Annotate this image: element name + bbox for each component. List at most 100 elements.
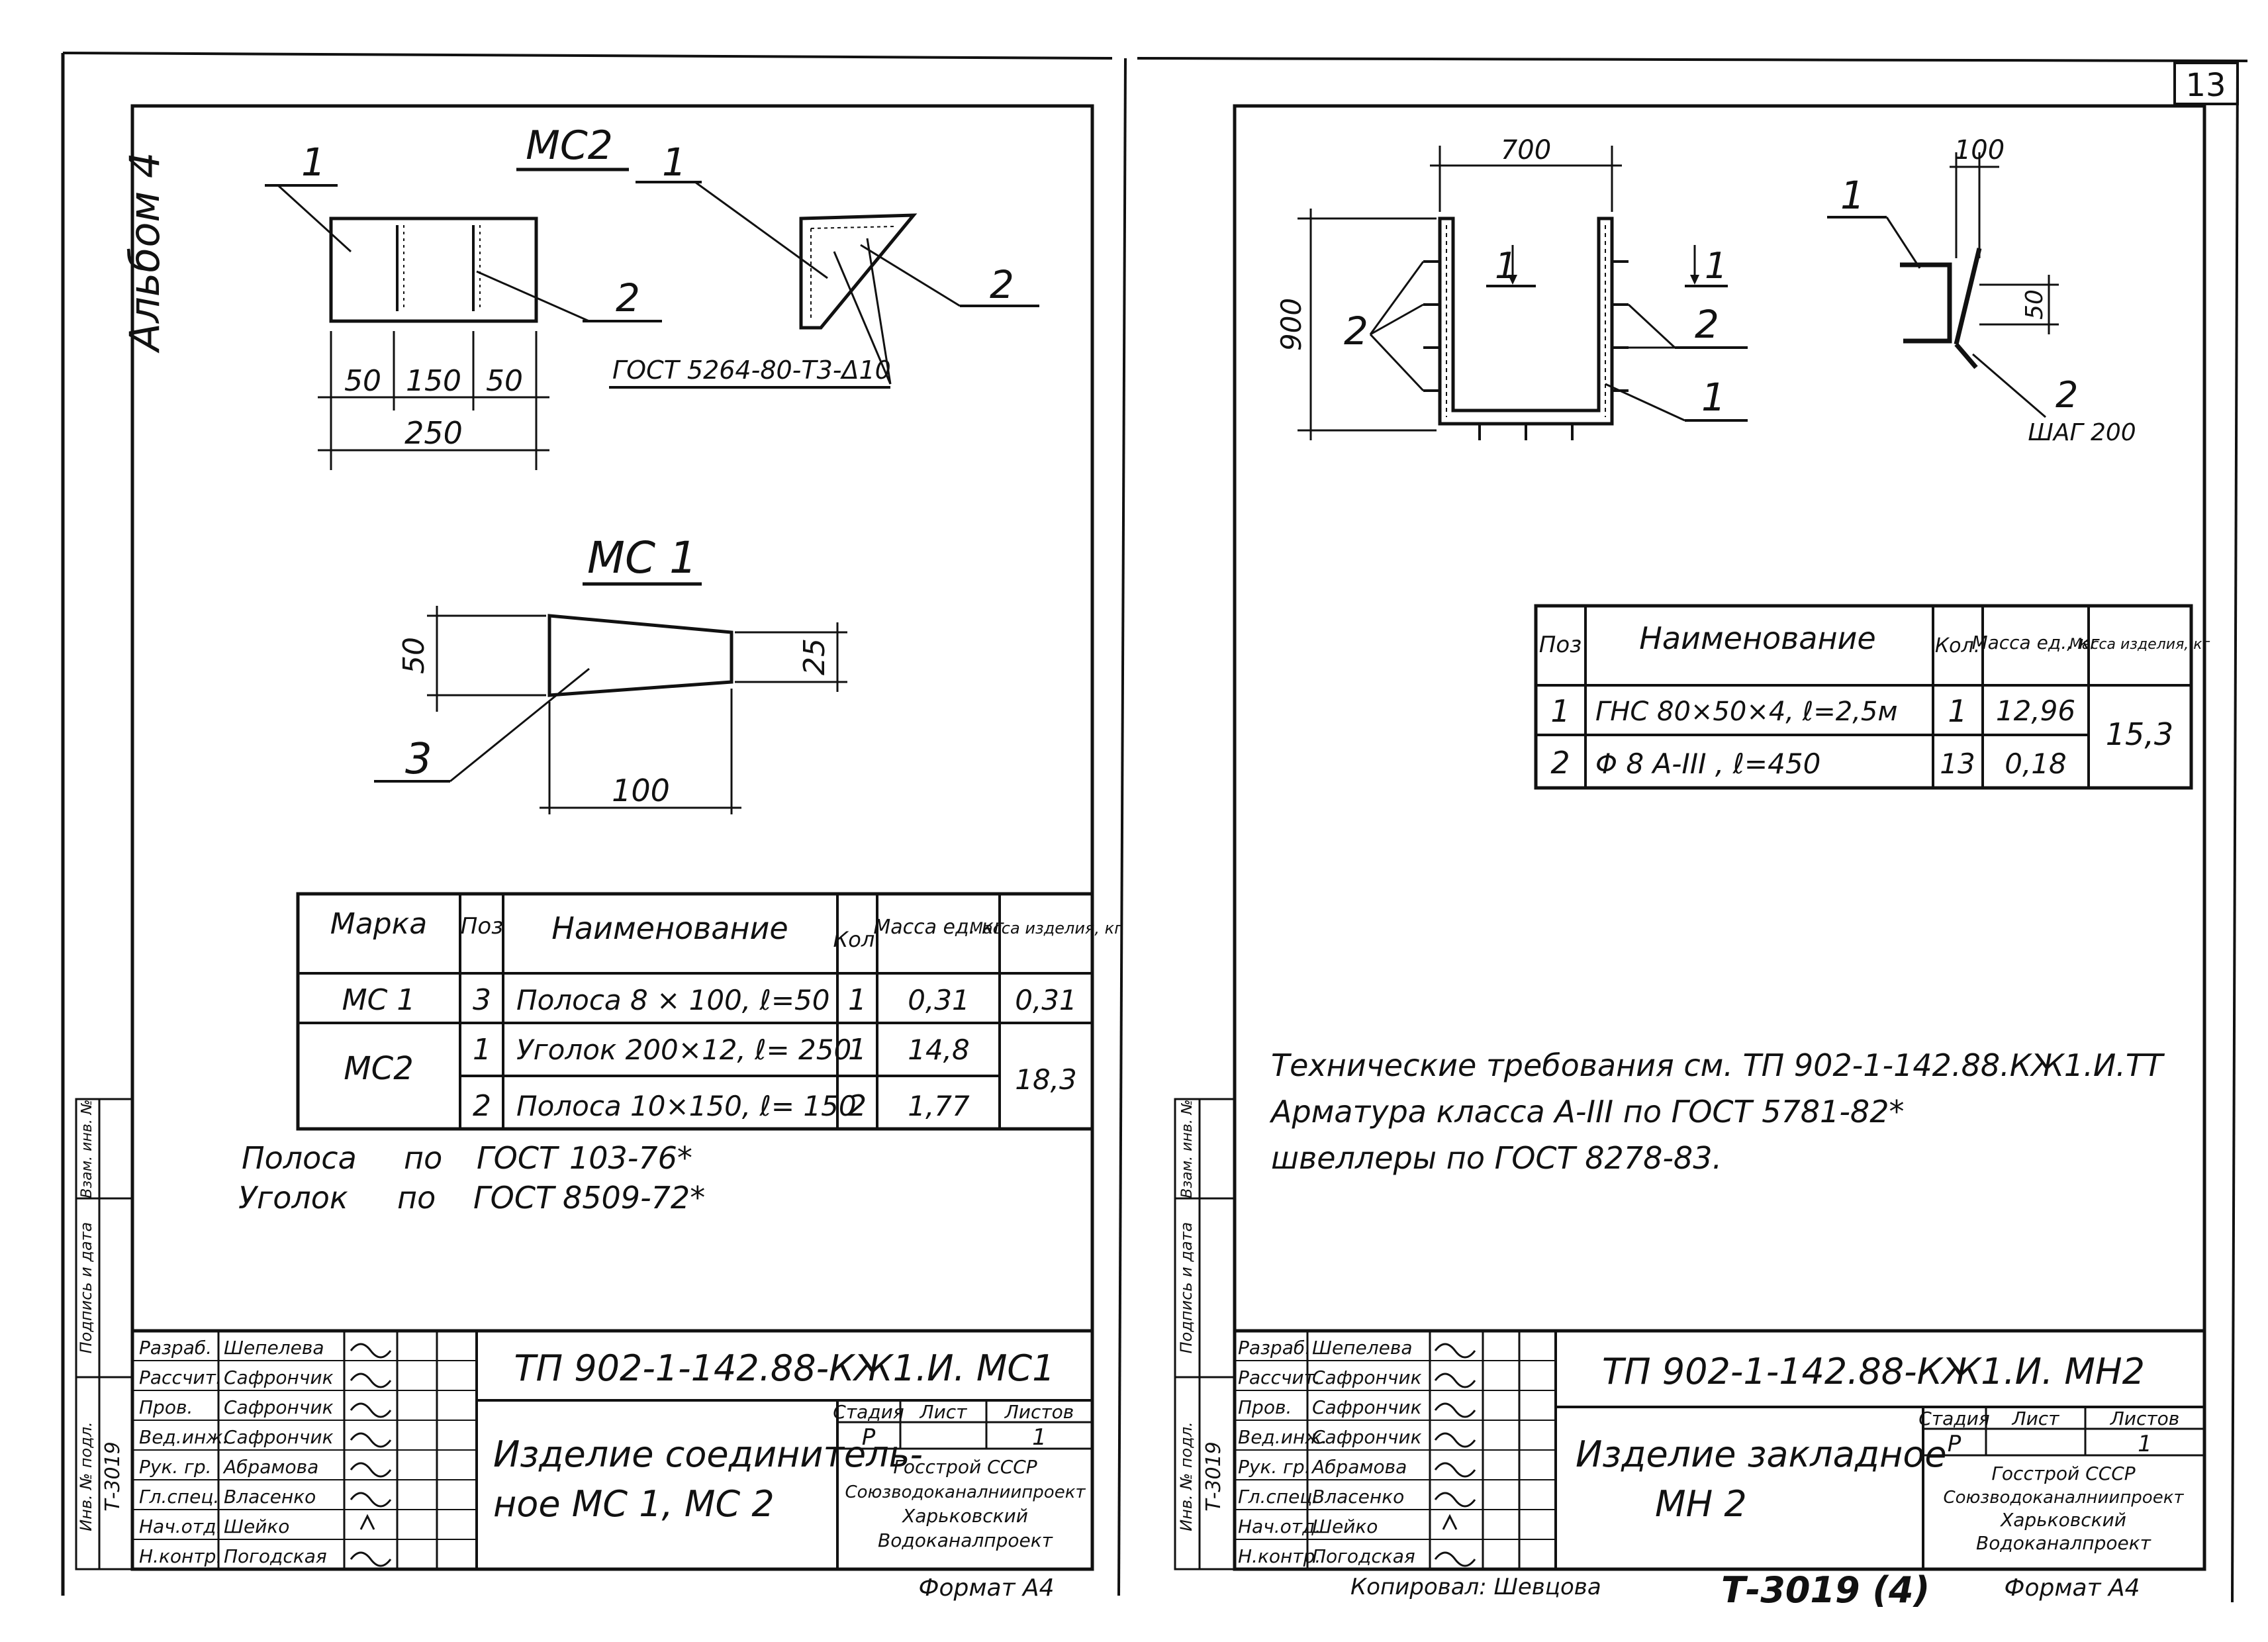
mh2-sec-callout-2: 2: [2055, 374, 2078, 416]
left-note1-b: по: [404, 1140, 442, 1176]
sheet-number-box: [2173, 62, 2239, 105]
left-note1-c: ГОСТ: [477, 1140, 560, 1176]
left-row1-unit-mass: 0,31: [908, 984, 970, 1016]
left-role-6: Нач.отд.: [139, 1516, 222, 1537]
ms1-title: МС 1: [587, 532, 697, 583]
left-stamp-sign: Подпись и дата: [77, 1222, 95, 1354]
right-role-7: Н.контр.: [1238, 1545, 1321, 1567]
mh2-callout-2b: 2: [1695, 302, 1719, 347]
right-sheet-hdr: Лист: [2012, 1408, 2060, 1429]
ms2-dim-3: 50: [486, 364, 523, 398]
right-row2-pos: 2: [1550, 745, 1570, 781]
right-th-total-mass: Масса изделия, кг: [2069, 636, 2210, 653]
left-spec-table: Марка Поз Наименование Кол. Масса ед. кг…: [296, 892, 1123, 1131]
right-stage: Р: [1948, 1431, 1961, 1457]
mh2-section-right: 1: [1705, 245, 1727, 287]
right-name-6: Шейко: [1312, 1516, 1378, 1537]
right-org-2: Харьковский: [1999, 1509, 2126, 1531]
right-th-qty: Кол.: [1935, 634, 1980, 657]
right-row1-pos: 1: [1550, 693, 1570, 729]
signature-r4: [1434, 1462, 1476, 1478]
left-row2-name: Уголок 200×12, ℓ= 250: [516, 1034, 851, 1066]
left-inner-frame: [130, 104, 1094, 1571]
right-inner-frame: [1233, 104, 2206, 1571]
right-row2-unit-mass: 0,18: [2005, 748, 2067, 780]
right-notes: Технические требования см. ТП 902-1-142.…: [1269, 1047, 2165, 1176]
mh2-section-arrow-left: [1508, 275, 1517, 285]
ms1-callout-3: 3: [405, 735, 432, 784]
right-doc-code: ТП 902-1-142.88-КЖ1.И. МН2: [1602, 1351, 2145, 1392]
album-label: Альбом 4: [120, 152, 169, 354]
mh2-callout-2a: 2: [1344, 309, 1368, 354]
right-doc-title-1: Изделие закладное: [1576, 1433, 1947, 1475]
left-org-0: Госстрой СССР: [893, 1456, 1037, 1478]
right-name-3: Сафрончик: [1312, 1426, 1422, 1448]
signature-r2: [1434, 1402, 1476, 1418]
left-row2-qty: 1: [848, 1033, 867, 1067]
left-row1-qty: 1: [848, 983, 867, 1017]
right-note-1: Арматура класса А-III по ГОСТ 5781-82*: [1269, 1094, 1904, 1130]
left-role-2: Пров.: [139, 1396, 193, 1418]
ms1-detail: МС 1 50 25 100 3: [374, 532, 847, 814]
signature-r0: [1434, 1343, 1476, 1359]
mh2-callout-1: 1: [1701, 375, 1726, 420]
right-name-0: Шепелева: [1312, 1337, 1412, 1359]
left-th-total-mass: Масса изделия, кг: [969, 919, 1123, 938]
ms2-section-callout-2: 2: [990, 262, 1014, 307]
left-th-mark: Марка: [330, 907, 427, 941]
mh2-dim-height: 900: [1275, 298, 1307, 351]
left-th-qty: Кол.: [833, 927, 882, 952]
left-notes: Полоса по ГОСТ 103-76* Уголок по ГОСТ 85…: [238, 1140, 705, 1216]
right-role-2: Пров.: [1238, 1396, 1292, 1418]
left-name-5: Власенко: [224, 1486, 316, 1508]
right-row1-total: 15,3: [2106, 716, 2173, 752]
signature-5: [350, 1492, 392, 1508]
left-role-3: Вед.инж.: [139, 1426, 228, 1448]
signature-r6: [1442, 1514, 1458, 1530]
left-note2-c: ГОСТ: [473, 1180, 557, 1216]
right-org-0: Госстрой СССР: [1991, 1463, 2135, 1484]
right-row1-unit-mass: 12,96: [1996, 695, 2075, 727]
right-stamp-inv: Инв. № подл.: [1177, 1422, 1196, 1531]
signature-r1: [1434, 1373, 1476, 1388]
left-doc-title-1: Изделие соединитель-: [493, 1433, 923, 1475]
left-side-stamp: Инв. № подл. Т-3019 Подпись и дата Взам.…: [75, 1098, 134, 1570]
right-name-7: Погодская: [1312, 1545, 1415, 1567]
signature-r5: [1434, 1492, 1476, 1508]
right-role-6: Нач.отд.: [1238, 1516, 1321, 1537]
right-doc-title-2: МН 2: [1655, 1483, 1747, 1525]
left-doc-code: ТП 902-1-142.88-КЖ1.И. МС1: [514, 1347, 1055, 1389]
right-row2-name: Φ 8 А-III , ℓ=450: [1595, 748, 1820, 780]
left-note1-a: Полоса: [242, 1140, 357, 1176]
left-row2-total: 18,3: [1015, 1063, 1077, 1096]
left-sheets-count: 1: [1032, 1424, 1047, 1451]
right-stamp-vzam: Взам. инв. №: [1179, 1099, 1196, 1198]
mh2-drawing: 700 900 2 2: [1275, 135, 2136, 446]
ms1-plate: [547, 614, 733, 697]
left-note2-a: Уголок: [238, 1180, 348, 1216]
signature-6: [359, 1514, 375, 1530]
right-th-pos: Поз: [1539, 632, 1582, 658]
left-org-1: Союзводоканалниипроект: [845, 1482, 1086, 1502]
right-row2-qty: 13: [1940, 748, 1975, 780]
ms2-dim-total: 250: [404, 415, 463, 451]
left-row2-mark: МС2: [344, 1050, 413, 1087]
left-sheets-hdr: Листов: [1004, 1401, 1074, 1423]
left-stamp-inv: Инв. № подл.: [77, 1422, 95, 1531]
ms2-detail: МС2 1 2 50 150 50 250: [265, 122, 1039, 470]
signature-r3: [1434, 1432, 1476, 1448]
ms2-dim-2: 150: [406, 364, 461, 398]
left-name-7: Погодская: [224, 1545, 327, 1567]
ms2-plate: [329, 217, 538, 323]
right-side-stamp: Инв. № подл. Т-3019 Подпись и дата Взам.…: [1174, 1098, 1236, 1570]
right-note-0: Технические требования см. ТП 902-1-142.…: [1271, 1047, 2165, 1083]
mh2-sec-step: ШАГ 200: [2028, 419, 2136, 446]
left-stage-hdr: Стадия: [833, 1401, 904, 1423]
right-row1-name: ГНС 80×50×4, ℓ=2,5м: [1595, 697, 1898, 727]
left-row3-pos: 2: [473, 1089, 491, 1123]
signature-2: [350, 1402, 392, 1418]
ms2-angle-section: [799, 213, 918, 330]
ms1-dim-right: 25: [798, 638, 831, 675]
right-format: Формат А4: [2004, 1574, 2140, 1602]
